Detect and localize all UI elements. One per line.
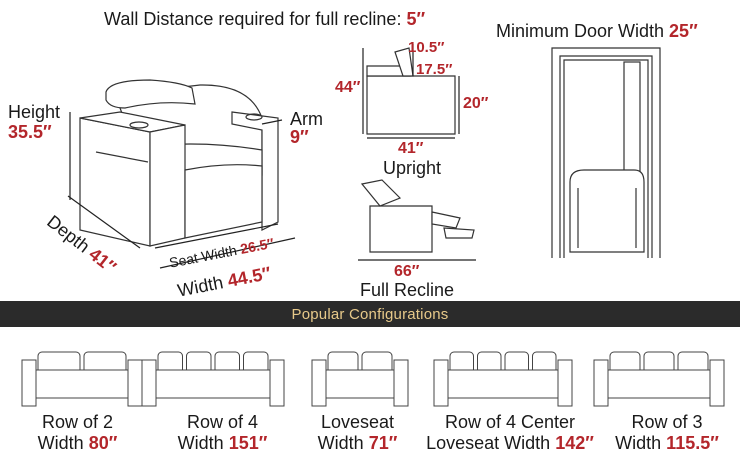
height-label: Height xyxy=(8,102,61,122)
arm-value: 9″ xyxy=(290,127,309,147)
door-illustration xyxy=(551,47,661,258)
config-thumbnails xyxy=(21,351,725,407)
config-width-value: 151″ xyxy=(228,433,268,453)
config-name: Row of 4 xyxy=(186,412,259,432)
config-width-value: 71″ xyxy=(368,433,398,453)
recline-depth-value: 66″ xyxy=(394,263,420,280)
banner-title: Popular Configurations xyxy=(291,306,449,323)
upright-arm-height-value: 20″ xyxy=(463,95,489,112)
seat-base xyxy=(603,369,715,399)
config-thumbnail xyxy=(141,351,285,407)
config-row-of-3: Row of 3 Width 115.5″ xyxy=(604,412,730,454)
config-name: Loveseat xyxy=(320,412,395,432)
wall-distance-value: 5″ xyxy=(406,9,426,29)
upright-height-value: 44″ xyxy=(335,79,361,96)
door-width-heading: Minimum Door Width 25″ xyxy=(496,22,698,40)
upright-side-view xyxy=(362,44,460,139)
config-width-label: Width xyxy=(317,433,364,453)
config-row-of-2: Row of 2 Width 80″ xyxy=(20,412,135,454)
config-width-label: Width xyxy=(615,433,662,453)
config-loveseat: Loveseat Width 71″ xyxy=(300,412,415,454)
config-thumbnail xyxy=(311,351,409,407)
popular-configurations-banner: Popular Configurations xyxy=(0,301,740,327)
wall-distance-heading: Wall Distance required for full recline:… xyxy=(104,10,425,28)
seat-base xyxy=(321,369,399,399)
height-dimension: Height 35.5″ xyxy=(8,102,60,142)
config-width-label: Width xyxy=(37,433,84,453)
upright-label: Upright xyxy=(383,158,442,178)
seat-base xyxy=(31,369,133,399)
config-row-of-4-center-loveseat: Row of 4 Center Loveseat Width 142″ xyxy=(418,412,602,454)
config-name: Row of 2 xyxy=(41,412,114,432)
config-width-value: 80″ xyxy=(88,433,118,453)
upright-headrest-value: 10.5″ xyxy=(408,39,445,56)
config-thumbnail xyxy=(433,351,573,407)
config-name: Row of 4 Center xyxy=(444,412,576,432)
right-arm xyxy=(127,359,143,407)
arm-label: Arm xyxy=(290,109,323,129)
upright-top-value: 17.5″ xyxy=(416,61,453,78)
config-width-value: 142″ xyxy=(555,433,594,453)
right-arm xyxy=(393,359,409,407)
right-arm xyxy=(557,359,573,407)
main-chair-illustration xyxy=(67,79,296,269)
config-thumbnail xyxy=(593,351,725,407)
config-thumbnail xyxy=(21,351,143,407)
full-recline-side-view xyxy=(358,179,476,261)
left-arm xyxy=(433,359,449,407)
height-value: 35.5″ xyxy=(8,122,52,142)
upright-depth-value: 41″ xyxy=(398,140,424,157)
seat-base xyxy=(443,369,563,399)
door-width-value: 25″ xyxy=(669,21,698,41)
door-width-label: Minimum Door Width xyxy=(496,21,665,41)
right-arm xyxy=(269,359,285,407)
config-name: Row of 3 xyxy=(631,412,703,432)
left-arm xyxy=(21,359,37,407)
wall-distance-label: Wall Distance required for full recline: xyxy=(104,9,402,29)
left-arm xyxy=(311,359,327,407)
left-arm xyxy=(141,359,157,407)
config-width-value: 115.5″ xyxy=(666,433,719,453)
config-row-of-4: Row of 4 Width 151″ xyxy=(165,412,280,454)
arm-dimension: Arm 9″ xyxy=(290,110,323,146)
left-arm xyxy=(593,359,609,407)
config-width-label: Width xyxy=(177,433,224,453)
right-arm xyxy=(709,359,725,407)
seat-base xyxy=(151,369,275,399)
config-width-label: Loveseat Width xyxy=(426,433,551,453)
full-recline-label: Full Recline xyxy=(360,280,455,300)
